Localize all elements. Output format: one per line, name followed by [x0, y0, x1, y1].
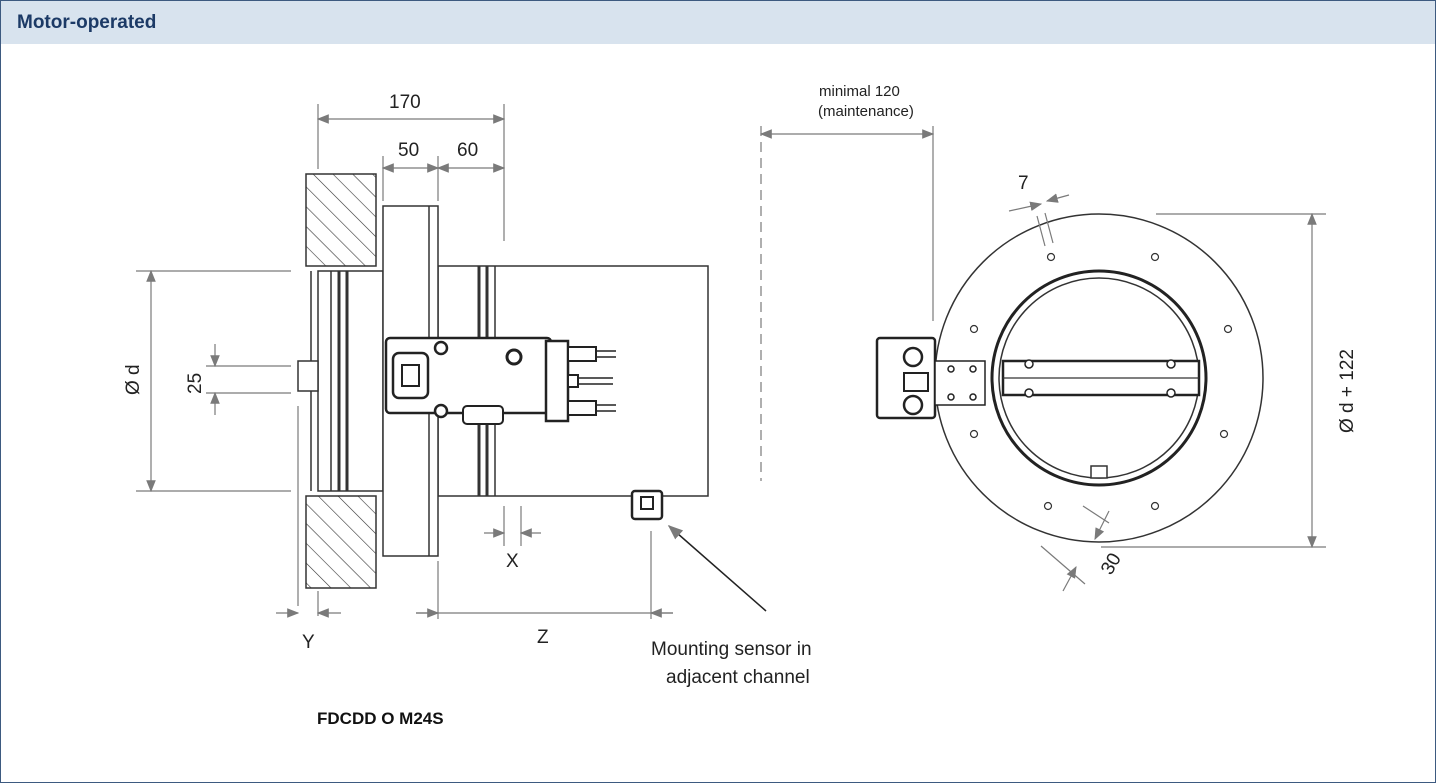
- dim-7-label: 7: [1018, 173, 1029, 194]
- header-bar: Motor-operated: [1, 1, 1435, 44]
- page-title: Motor-operated: [17, 12, 157, 33]
- side-view: 170 50 60 Ø d 25 X: [123, 92, 812, 728]
- dim-z-label: Z: [537, 627, 549, 648]
- dim-60-label: 60: [457, 140, 478, 161]
- dim-50-label: 50: [398, 140, 419, 161]
- front-view: minimal 120 (maintenance): [759, 83, 1358, 592]
- sensor-note-line2: adjacent channel: [666, 667, 810, 688]
- dim-25-label: 25: [185, 373, 206, 394]
- wall-block-bottom: [305, 495, 377, 589]
- dim-170-label: 170: [389, 92, 421, 113]
- model-name: FDCDD O M24S: [317, 709, 444, 728]
- dim-outer-label: Ø d + 122: [1337, 349, 1358, 433]
- dim-y-label: Y: [302, 632, 315, 653]
- clearance-label-line2: (maintenance): [818, 103, 914, 120]
- dim-30-label: 30: [1097, 550, 1126, 579]
- dim-diameter-label: Ø d: [123, 364, 144, 395]
- spigot: [317, 270, 384, 492]
- sensor-note-line1: Mounting sensor in: [651, 639, 812, 660]
- wall-block-top: [305, 173, 377, 267]
- clearance-label-line1: minimal 120: [819, 83, 900, 100]
- dim-x-label: X: [506, 551, 519, 572]
